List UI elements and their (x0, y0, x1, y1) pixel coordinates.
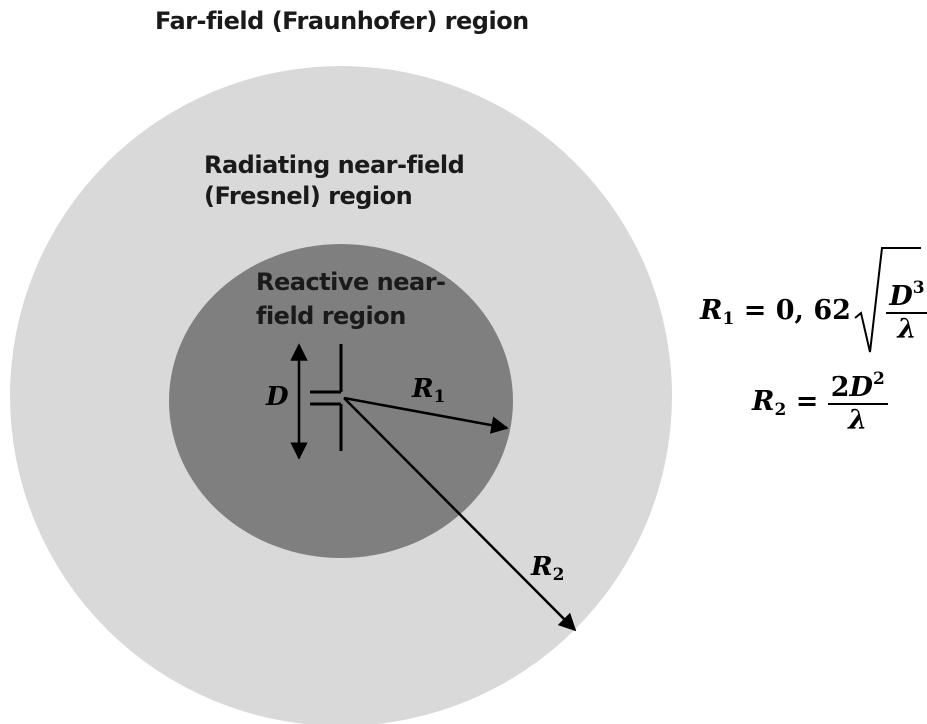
antenna-size-label: D (266, 382, 289, 412)
reactive-near-field-circle (169, 244, 513, 558)
formula2-equals: = (795, 386, 819, 417)
formula2-denominator: λ (848, 405, 868, 436)
r1-subscript: 1 (433, 387, 446, 407)
formula2-numerator: 2D2 (827, 369, 888, 405)
r2-formula: R2 = 2D2 λ (752, 369, 888, 436)
formula1-equals: = (743, 295, 767, 326)
r1-letter: R (412, 374, 434, 404)
r2-arrow (343, 397, 577, 632)
formula2-lhs: R2 (752, 386, 787, 420)
radiating-label-line2: (Fresnel) region (204, 181, 413, 210)
sqrt-radical (854, 247, 921, 353)
reactive-label-line1: Reactive near- (256, 268, 446, 296)
formula1-lhs: R1 (700, 295, 735, 329)
radiating-label-line1: Radiating near-field (204, 151, 465, 179)
r1-formula: R1 = 0, 62 D3 λ (700, 278, 927, 345)
r2-label: R2 (531, 552, 564, 585)
r1-label: R1 (412, 374, 445, 407)
formula1-fraction: D3 λ (886, 278, 927, 345)
reactive-near-field-label: Reactive near- field region (256, 266, 446, 333)
reactive-label-line2: field region (256, 301, 406, 330)
far-field-label: Far-field (Fraunhofer) region (155, 7, 529, 35)
formula1-denominator: λ (897, 314, 917, 345)
formula1-numerator: D3 (886, 278, 927, 314)
r2-subscript: 2 (552, 565, 565, 585)
r2-letter: R (531, 552, 553, 582)
dipole-antenna (310, 344, 343, 451)
r1-arrow (343, 396, 509, 434)
radiating-near-field-label: Radiating near-field (Fresnel) region (204, 150, 465, 211)
formula2-fraction: 2D2 λ (827, 369, 888, 436)
formula1-coefficient: 0, 62 (775, 295, 851, 326)
